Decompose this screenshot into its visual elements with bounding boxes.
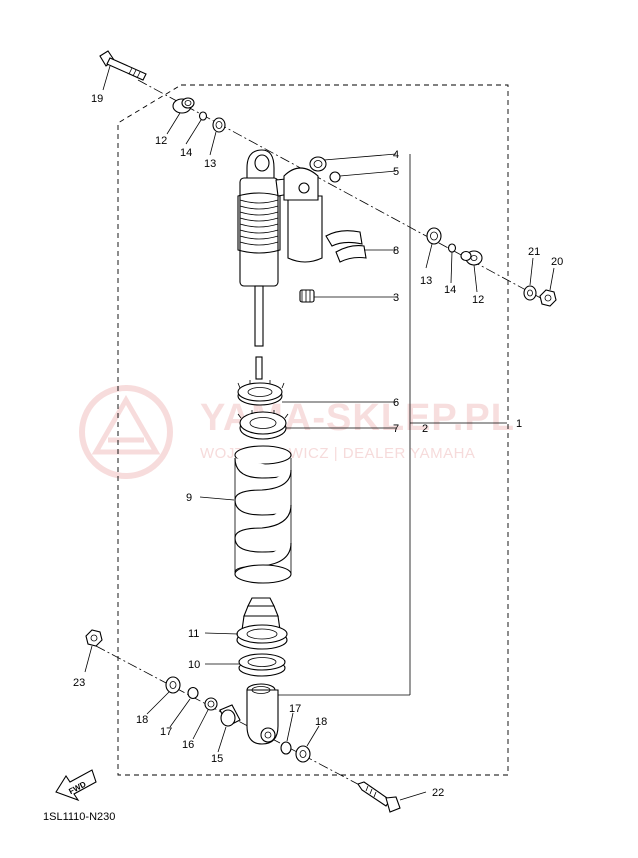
part-16-collar[interactable]: [204, 697, 218, 711]
part-14-oring-upper[interactable]: [198, 111, 208, 121]
part-12-collar-right[interactable]: [460, 250, 483, 266]
callout-21[interactable]: 21: [528, 246, 540, 258]
part-9-spring[interactable]: [234, 445, 292, 584]
part-4-bushing[interactable]: [309, 156, 327, 172]
part-20-nut[interactable]: [539, 289, 557, 307]
callout-23[interactable]: 23: [73, 677, 85, 689]
callout-19[interactable]: 19: [91, 93, 103, 105]
callout-2[interactable]: 2: [422, 423, 428, 435]
callout-10[interactable]: 10: [188, 659, 200, 671]
part-10-spring-stopper[interactable]: [238, 653, 286, 677]
part-15-bearing[interactable]: [219, 704, 241, 727]
part-18-washer-left[interactable]: [165, 676, 181, 694]
lower-clevis[interactable]: [246, 683, 279, 745]
callout-17-right[interactable]: 17: [289, 703, 301, 715]
part-13-seal-upper[interactable]: [212, 117, 226, 133]
callout-11[interactable]: 11: [188, 628, 199, 640]
assembly-bracket: [260, 154, 507, 696]
shock-body[interactable]: [237, 149, 323, 380]
callout-14-right[interactable]: 14: [444, 284, 456, 296]
part-11-spring-guide[interactable]: [236, 624, 288, 650]
callout-1[interactable]: 1: [516, 418, 522, 430]
diagram-code: 1SL1110-N230: [43, 811, 115, 823]
callout-18-left[interactable]: 18: [136, 714, 148, 726]
fwd-arrow: FWD: [55, 769, 97, 802]
part-18-washer-right[interactable]: [295, 745, 311, 763]
part-17-oring-right[interactable]: [280, 741, 292, 755]
part-17-oring-left[interactable]: [187, 686, 199, 700]
part-21-washer[interactable]: [523, 285, 537, 301]
callout-8[interactable]: 8: [393, 245, 399, 257]
part-22-lower-bolt[interactable]: [357, 781, 401, 813]
callout-labels: 1 2 3 4 5 6 7 8 9 10 11 12 12 13 13 14 1…: [73, 93, 563, 799]
callout-22[interactable]: 22: [432, 787, 444, 799]
lower-axis-line: [95, 645, 389, 801]
callout-16[interactable]: 16: [182, 739, 194, 751]
callout-17-left[interactable]: 17: [160, 726, 172, 738]
part-8-reservoir-band[interactable]: [325, 230, 367, 263]
watermark: YAMA-SKLEP.PL WOJTACHOWICZ | DEALER YAMA…: [79, 385, 514, 479]
callout-7[interactable]: 7: [393, 423, 399, 435]
part-23-nut[interactable]: [85, 629, 103, 647]
part-6-locknut[interactable]: [237, 380, 285, 406]
part-14-oring-right[interactable]: [447, 243, 457, 253]
part-12-collar-upper[interactable]: [172, 97, 195, 114]
callout-12-upper[interactable]: 12: [155, 135, 167, 147]
callout-6[interactable]: 6: [393, 397, 399, 409]
callout-3[interactable]: 3: [393, 292, 399, 304]
part-13-seal-right[interactable]: [426, 227, 442, 245]
callout-4[interactable]: 4: [393, 149, 399, 161]
callout-14-upper[interactable]: 14: [180, 147, 192, 159]
callout-20[interactable]: 20: [551, 256, 563, 268]
callout-9[interactable]: 9: [186, 492, 192, 504]
callout-13-upper[interactable]: 13: [204, 158, 216, 170]
callout-12-right[interactable]: 12: [472, 294, 484, 306]
callout-13-right[interactable]: 13: [420, 275, 432, 287]
part-5-oil-seal[interactable]: [329, 171, 341, 183]
callout-18-right[interactable]: 18: [315, 716, 327, 728]
part-19-upper-bolt[interactable]: [99, 50, 147, 81]
callout-5[interactable]: 5: [393, 166, 399, 178]
callout-15[interactable]: 15: [211, 753, 223, 765]
part-7-adjuster-nut[interactable]: [237, 410, 289, 440]
upper-axis-line: [137, 79, 549, 303]
part-3-adjuster-valve[interactable]: [299, 289, 315, 303]
watermark-logo-icon: [79, 385, 173, 479]
leader-lines: [84, 65, 555, 801]
assembly-boundary: [117, 84, 509, 776]
